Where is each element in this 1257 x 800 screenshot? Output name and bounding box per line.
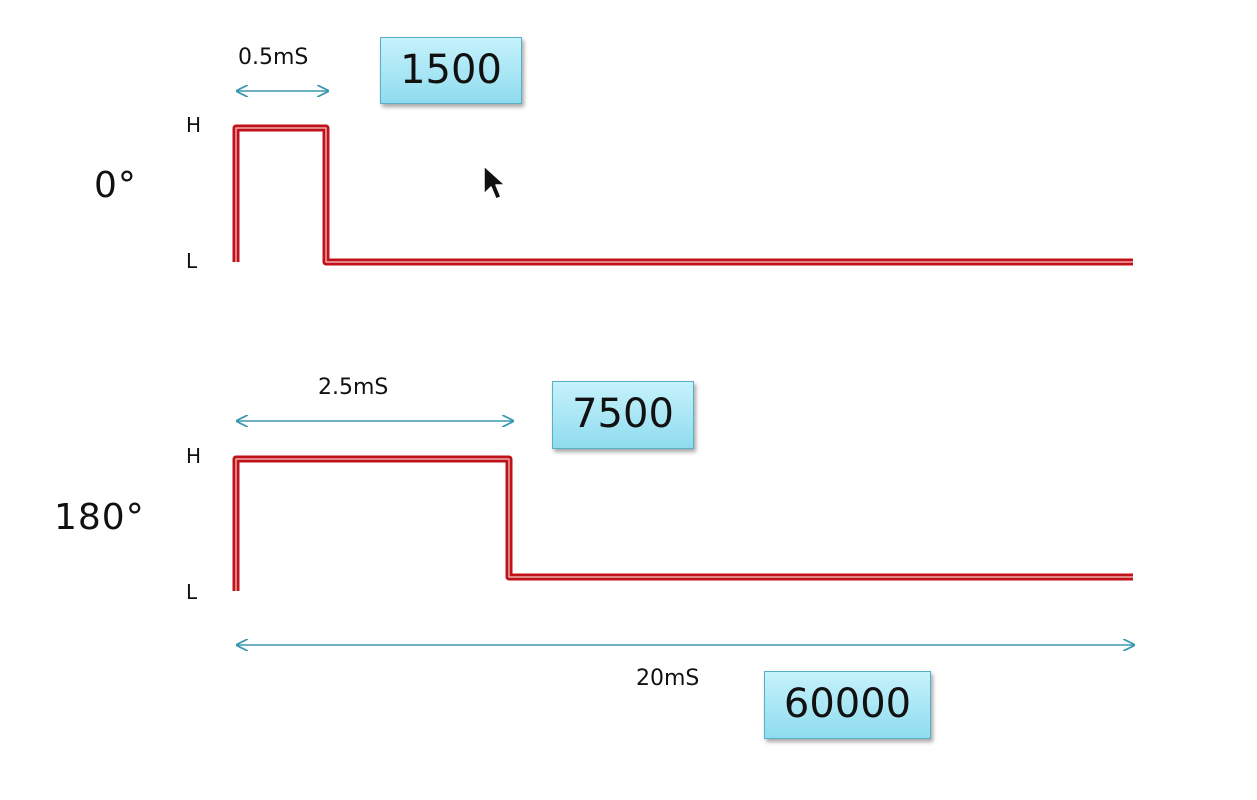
- period-label: 20mS: [636, 666, 700, 691]
- bottom-low-label: L: [186, 580, 198, 604]
- top-waveform: [232, 124, 1133, 266]
- bottom-pulse-width-label: 2.5mS: [318, 375, 389, 400]
- bottom-high-label: H: [186, 444, 202, 468]
- bottom-angle-label: 180°: [54, 497, 145, 538]
- mouse-cursor-icon: [483, 165, 506, 200]
- top-count-box: 1500: [380, 37, 522, 104]
- bottom-count-box: 7500: [552, 381, 694, 449]
- top-high-label: H: [186, 113, 202, 137]
- top-angle-label: 0°: [94, 165, 137, 206]
- top-pulse-width-label: 0.5mS: [238, 45, 309, 70]
- bottom-waveform: [232, 455, 1133, 591]
- top-low-label: L: [186, 249, 198, 273]
- period-count-box: 60000: [764, 671, 931, 739]
